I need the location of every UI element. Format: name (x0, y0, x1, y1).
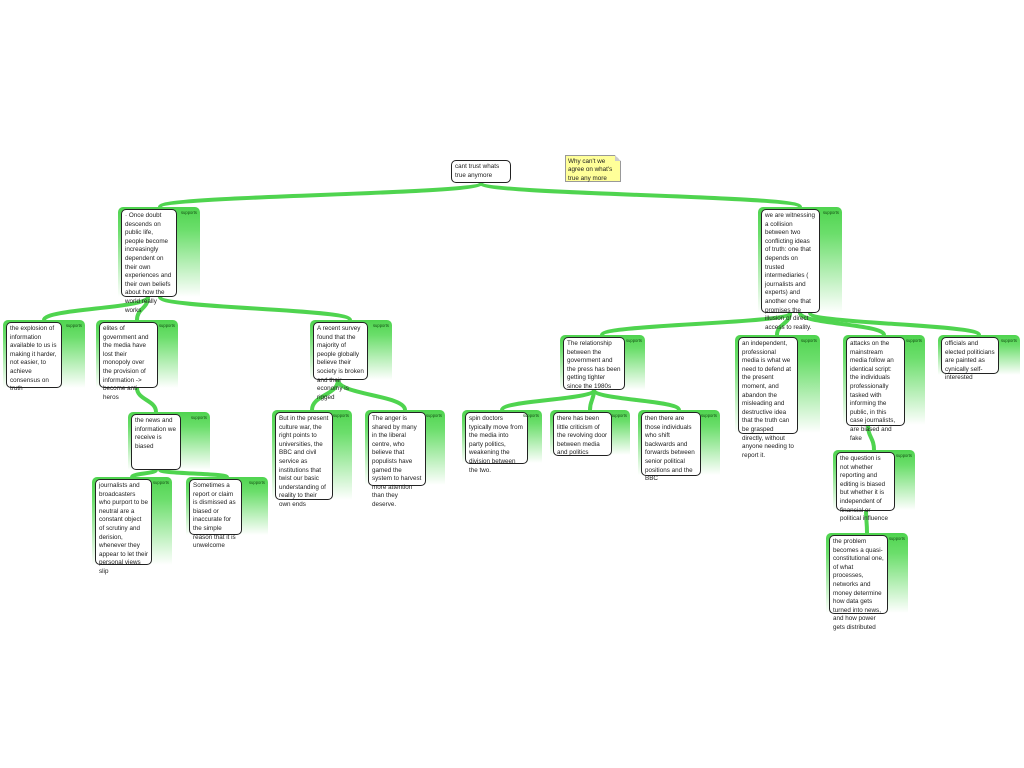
supports-label: supports (610, 413, 627, 418)
claim-node-a3a[interactable]: But in the present culture war, the righ… (272, 410, 352, 508)
claim-text: then there are those individuals who shi… (641, 412, 701, 482)
claim-text: the question is not whether reporting an… (836, 452, 895, 522)
supports-label: supports (700, 413, 717, 418)
support-connector (158, 181, 483, 209)
support-connector (336, 379, 407, 411)
supports-label: supports (152, 480, 169, 485)
claim-node-b3a1[interactable]: the problem becomes a quasi-constitution… (826, 533, 908, 631)
claim-node-b3[interactable]: attacks on the mainstream media follow a… (843, 335, 925, 442)
support-connector (479, 181, 802, 209)
supports-label: supports (800, 338, 817, 343)
supports-label: supports (332, 413, 349, 418)
supports-label: supports (895, 453, 912, 458)
claim-node-b1a[interactable]: spin doctors typically move from the med… (462, 410, 542, 474)
claim-node-b1c[interactable]: then there are those individuals who shi… (638, 410, 720, 482)
support-connector (798, 311, 886, 337)
supports-label: supports (522, 413, 539, 418)
support-connector (866, 424, 876, 451)
claim-node-b1[interactable]: The relationship between the government … (560, 335, 645, 390)
supports-label: supports (65, 323, 82, 328)
supports-label: supports (248, 480, 265, 485)
claim-text: attacks on the mainstream media follow a… (846, 337, 905, 442)
claim-text: But in the present culture war, the righ… (275, 412, 333, 508)
supports-label: supports (180, 210, 197, 215)
supports-label: supports (888, 536, 905, 541)
claim-node-b4[interactable]: officials and elected politicians are pa… (938, 335, 1020, 381)
claim-text: an independent, professional media is wh… (738, 337, 798, 459)
supports-label: supports (425, 413, 442, 418)
claim-node-a2[interactable]: elites of government and the media have … (96, 320, 178, 401)
claim-text: the problem becomes a quasi-constitution… (829, 535, 888, 631)
support-connector (130, 468, 158, 479)
claim-text: we are witnessing a collision between tw… (761, 209, 820, 331)
supports-label: supports (1000, 338, 1017, 343)
claim-node-a2a1[interactable]: journalists and broadcasters who purport… (92, 477, 172, 575)
claim-node-a1[interactable]: the explosion of information available t… (3, 320, 85, 392)
support-connector (158, 295, 352, 322)
claim-node-a[interactable]: · Once doubt descends on public life, pe… (118, 207, 200, 314)
claim-node-b1b[interactable]: there has been little criticism of the r… (550, 410, 630, 456)
support-connector (42, 295, 150, 322)
support-connector (500, 388, 596, 412)
claim-text: A recent survey found that the majority … (313, 322, 368, 401)
claim-text: spin doctors typically move from the med… (465, 412, 528, 474)
support-connector (135, 296, 150, 321)
support-connector (808, 311, 981, 337)
claim-text: officials and elected politicians are pa… (941, 337, 999, 381)
claim-node-b3a[interactable]: the question is not whether reporting an… (833, 450, 915, 522)
claim-node-a2a2[interactable]: Sometimes a report or claim is dismissed… (186, 477, 268, 549)
claim-text: elites of government and the media have … (99, 322, 158, 401)
support-connector (158, 468, 229, 479)
supports-label: supports (905, 338, 922, 343)
claim-text: there has been little criticism of the r… (553, 412, 612, 456)
supports-label: supports (158, 323, 175, 328)
claim-text: The anger is shared by many in the liber… (368, 412, 426, 508)
claim-node-a3[interactable]: A recent survey found that the majority … (310, 320, 392, 401)
support-connector (600, 311, 792, 337)
supports-label: supports (625, 338, 642, 343)
supports-label: supports (822, 210, 839, 215)
claim-node-b2[interactable]: an independent, professional media is wh… (735, 335, 820, 459)
supports-label: supports (190, 415, 207, 420)
claim-text: The relationship between the government … (563, 337, 625, 390)
supports-label: supports (372, 323, 389, 328)
claim-node-b[interactable]: we are witnessing a collision between tw… (758, 207, 842, 331)
claim-text: Sometimes a report or claim is dismissed… (189, 479, 242, 549)
root-claim[interactable]: cant trust whats true anymore (451, 160, 511, 183)
claim-text: the news and information we receive is b… (131, 414, 181, 470)
support-connector (135, 387, 158, 413)
support-connector (592, 388, 681, 412)
note-question[interactable]: Why can't we agree on what's true any mo… (565, 155, 621, 182)
support-connector (864, 509, 869, 534)
claim-text: the explosion of information available t… (6, 322, 62, 392)
claim-text: · Once doubt descends on public life, pe… (121, 209, 177, 314)
claim-node-a2a[interactable]: the news and information we receive is b… (128, 412, 210, 470)
claim-text: journalists and broadcasters who purport… (95, 479, 152, 575)
support-connector (775, 312, 792, 336)
claim-node-a3b[interactable]: The anger is shared by many in the liber… (365, 410, 445, 508)
